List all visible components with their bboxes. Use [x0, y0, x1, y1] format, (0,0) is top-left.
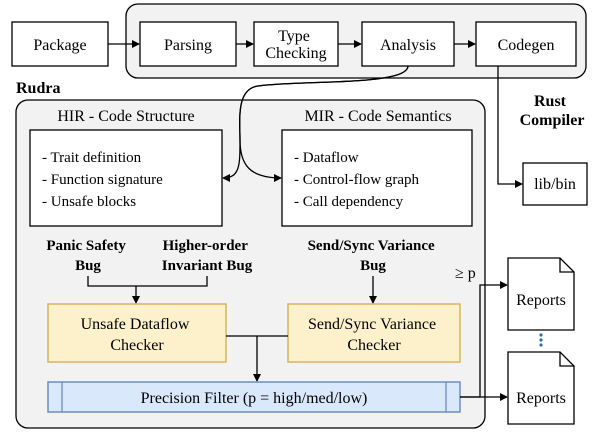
parsing-label: Parsing: [164, 37, 212, 54]
send-sync-variance-line-2: Checker: [347, 337, 401, 354]
mir-item-dataflow: - Dataflow: [294, 150, 359, 166]
reports-bottom-fold: [559, 352, 574, 367]
send-sync-bug-line-1: Send/Sync Variance: [308, 238, 435, 254]
reports-top-label: Reports: [516, 292, 566, 309]
send-sync-bug-line-2: Bug: [360, 258, 386, 274]
package-box: [11, 21, 109, 67]
panic-safety-bug-label: Panic Safety Bug: [46, 238, 129, 274]
reports-bottom-label: Reports: [516, 390, 566, 407]
arrow-analysis-to-mir: [239, 65, 409, 182]
lib-bin-box: [522, 162, 588, 206]
lib-bin-label: lib/bin: [534, 176, 576, 193]
rust-compiler-line-1: Rust: [534, 93, 567, 110]
type-checking-label: Type Checking: [265, 28, 326, 62]
reports-top-fold: [559, 258, 574, 273]
mir-title: MIR - Code Semantics: [304, 108, 451, 125]
send-sync-variance-checker-box: [287, 303, 461, 363]
type-checking-line-2: Checking: [265, 45, 326, 62]
send-sync-variance-checker-label: Send/Sync Variance Checker: [308, 316, 440, 354]
hir-item-unsafe-blocks: - Unsafe blocks: [42, 194, 136, 210]
precision-filter-label: Precision Filter (p = high/med/low): [141, 390, 368, 407]
precision-filter-box: [47, 381, 461, 413]
threshold-label: ≥ p: [455, 265, 476, 282]
codegen-label: Codegen: [498, 37, 555, 54]
higher-order-line-2: Invariant Bug: [162, 258, 253, 274]
rust-compiler-label: Rust Compiler: [520, 93, 585, 129]
unsafe-dataflow-checker-box: [47, 303, 227, 363]
mir-box: [281, 129, 473, 227]
hir-box: [29, 129, 223, 227]
type-checking-line-1: Type: [278, 28, 310, 45]
rudra-label: Rudra: [16, 80, 60, 97]
unsafe-dataflow-line-2: Checker: [110, 337, 164, 354]
send-sync-variance-line-1: Send/Sync Variance: [308, 316, 436, 333]
unsafe-dataflow-line-1: Unsafe Dataflow: [81, 316, 190, 333]
unsafe-dataflow-checker-label: Unsafe Dataflow Checker: [81, 316, 194, 354]
analysis-label: Analysis: [380, 37, 436, 54]
codegen-box: [475, 21, 577, 67]
mir-item-call-dependency: - Call dependency: [294, 194, 404, 210]
package-label: Package: [33, 37, 86, 54]
higher-order-bug-label: Higher-order Invariant Bug: [162, 238, 253, 274]
hir-item-trait-definition: - Trait definition: [42, 150, 142, 166]
reports-bottom-document-icon: [507, 351, 575, 425]
panic-safety-line-1: Panic Safety: [46, 238, 126, 254]
hir-title: HIR - Code Structure: [57, 108, 194, 125]
panic-safety-line-2: Bug: [75, 258, 101, 274]
arrow-codegen-to-lib-bin: [497, 66, 523, 188]
send-sync-bug-label: Send/Sync Variance Bug: [308, 238, 439, 274]
hir-item-function-signature: - Function signature: [42, 172, 163, 188]
rust-compiler-line-2: Compiler: [520, 112, 585, 129]
mir-item-control-flow-graph: - Control-flow graph: [294, 172, 419, 188]
reports-top-document-icon: [507, 257, 575, 331]
higher-order-line-1: Higher-order: [163, 238, 249, 254]
analysis-box: [361, 21, 455, 67]
bracket-bugs-to-unsafe-dataflow: [87, 276, 208, 287]
reports-ellipsis-icon: [539, 333, 543, 347]
